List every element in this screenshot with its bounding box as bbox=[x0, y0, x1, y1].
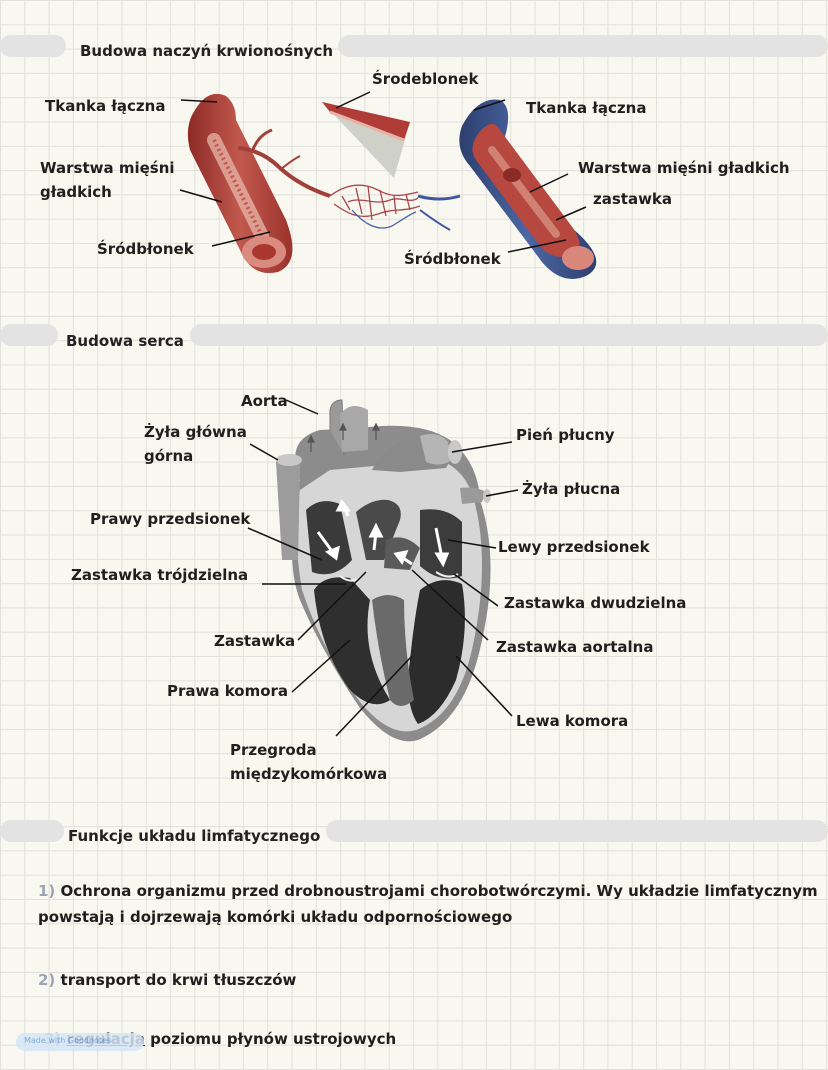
label-zyla-plucna: Żyła płucna bbox=[522, 480, 621, 498]
list-item-1-number: 1) bbox=[38, 882, 56, 900]
list-item-3: 3) regulacja poziomu płynów ustrojowych bbox=[44, 1026, 744, 1052]
label-tkanka-laczna-left: Tkanka łączna bbox=[45, 97, 166, 115]
heading-pill-right-1 bbox=[338, 35, 828, 57]
label-pien-plucny: Pień płucny bbox=[516, 426, 615, 444]
heading-pill-left-3 bbox=[0, 820, 64, 842]
section-title-heart: Budowa serca bbox=[66, 332, 184, 350]
label-aorta: Aorta bbox=[241, 392, 288, 410]
heading-pill-left-1 bbox=[0, 35, 66, 57]
label-zastawka-dwudzielna: Zastawka dwudzielna bbox=[504, 594, 687, 612]
label-warstwa-right: Warstwa mięśni gładkich bbox=[578, 159, 790, 177]
label-lewy-przedsionek: Lewy przedsionek bbox=[498, 538, 650, 556]
label-prawa-komora: Prawa komora bbox=[167, 682, 289, 700]
label-przegroda-2: międzykomórkowa bbox=[230, 765, 388, 783]
label-srodblonek-right: Śródbłonek bbox=[404, 250, 501, 268]
section-title-lymph: Funkcje układu limfatycznego bbox=[68, 827, 321, 845]
right-atrium-shape bbox=[306, 501, 352, 575]
label-srodblonek-left: Śródbłonek bbox=[97, 240, 194, 258]
label-zastawka-trojdzielna: Zastawka trójdzielna bbox=[71, 566, 249, 584]
label-warstwa-left-2: gładkich bbox=[40, 183, 112, 201]
watermark-text: Made with Goodnotes bbox=[24, 1036, 112, 1045]
heading-pill-right-2 bbox=[190, 324, 828, 346]
list-item-1-text: Ochrona organizmu przed drobnoustrojami … bbox=[38, 882, 818, 926]
label-zastawka-aortalna: Zastawka aortalna bbox=[496, 638, 654, 656]
right-ventricle-shape bbox=[314, 577, 390, 705]
label-tkanka-laczna-right: Tkanka łączna bbox=[526, 99, 647, 117]
left-ventricle-shape bbox=[408, 580, 465, 724]
list-item-3-text: poziomu płynów ustrojowych bbox=[144, 1030, 397, 1048]
left-atrium-shape bbox=[420, 509, 462, 579]
septum-shape bbox=[372, 595, 414, 706]
section-title-vessels: Budowa naczyń krwionośnych bbox=[80, 42, 334, 60]
list-item-2-number: 2) bbox=[38, 971, 56, 989]
label-zastawka-heart: Zastawka bbox=[214, 632, 296, 650]
list-item-2-text: transport do krwi tłuszczów bbox=[60, 971, 297, 989]
label-prawy-przedsionek: Prawy przedsionek bbox=[90, 510, 251, 528]
label-lewa-komora: Lewa komora bbox=[516, 712, 629, 730]
capillary-network bbox=[329, 184, 421, 229]
label-warstwa-left-1: Warstwa mięśni bbox=[40, 159, 175, 177]
label-zyla-glowna-1: Żyła główna bbox=[144, 423, 247, 441]
label-zastawka-vessel: zastawka bbox=[593, 190, 673, 208]
list-item-1: 1) Ochrona organizmu przed drobnoustroja… bbox=[38, 878, 824, 930]
label-przegroda-1: Przegroda bbox=[230, 741, 317, 759]
goodnotes-watermark: Made with Goodnotes bbox=[16, 1033, 144, 1051]
heading-pill-left-2 bbox=[0, 324, 58, 346]
heading-pill-right-3 bbox=[326, 820, 828, 842]
label-zyla-glowna-2: górna bbox=[144, 447, 194, 465]
label-srodeblonek-top: Środeblonek bbox=[372, 70, 479, 88]
list-item-2: 2) transport do krwi tłuszczów bbox=[38, 967, 738, 993]
vena-cava-shape bbox=[276, 454, 301, 560]
